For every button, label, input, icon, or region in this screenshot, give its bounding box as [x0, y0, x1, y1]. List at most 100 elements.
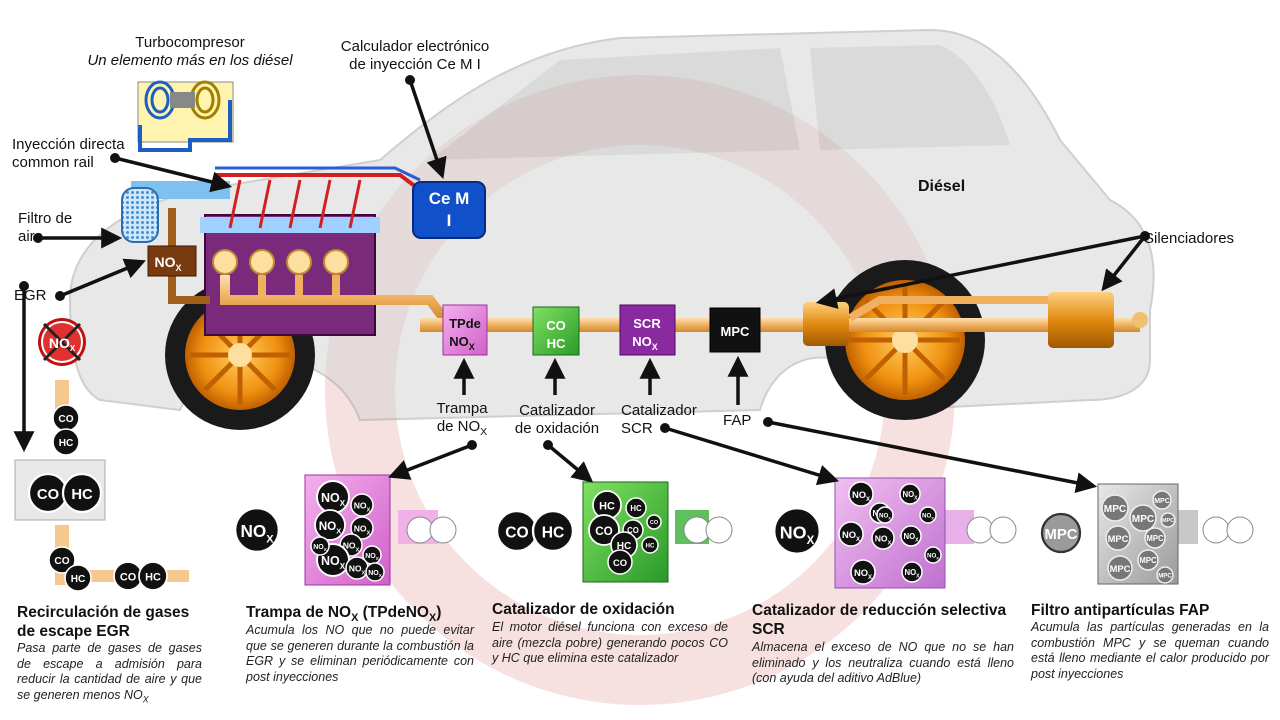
egr-hc-2-label: HC	[71, 574, 86, 585]
scr-nox-9-label: NOX	[922, 513, 934, 521]
egr-box-no: NO	[154, 254, 175, 270]
egr-hc-2-circle	[64, 564, 92, 592]
scr-nox-big-circle	[772, 506, 822, 556]
trap-nox-big: NOX	[233, 506, 281, 554]
scr-nox-7-label: NOX	[854, 567, 872, 581]
fap-mpc-2-label: MPC	[1154, 498, 1170, 505]
trap-section-title-main: Trampa de NO	[246, 604, 352, 621]
fap-mpc-6: MPC	[1137, 549, 1159, 571]
ox-mol-6-label: HC	[646, 543, 655, 550]
ox-mol-5: CO	[607, 549, 633, 575]
turbocharger-icon	[137, 80, 234, 152]
exhaust-line	[420, 318, 1140, 332]
trap-nox-7: NOX	[345, 556, 369, 580]
trap-section-title-suffix: (TPdeNO	[358, 604, 429, 621]
trap-box-text-1: TPde	[449, 316, 481, 331]
turbo-label: Turbocompresor Un elemento más en los di…	[80, 34, 300, 70]
scr-nox-1-label: NOX	[902, 490, 918, 502]
trap-nox-1-label: NOX	[354, 501, 371, 514]
fap-mpc-5: MPC	[1107, 555, 1133, 581]
rear-exhaust-pipe	[847, 296, 1050, 322]
scr-box-no: NO	[632, 334, 652, 349]
trap-nox-3-label: NOX	[354, 524, 371, 537]
ox-mol-7-label: CO	[650, 520, 659, 526]
egr-label: EGR	[14, 287, 47, 304]
egr-hc-big: HC	[61, 472, 103, 514]
trap-nox-1: NOX	[350, 493, 374, 517]
scr-nox-4-label: NOX	[875, 534, 892, 547]
mpc-box-text: MPC	[721, 324, 751, 339]
scr-nox-1-circle	[899, 483, 921, 505]
no-nox-badge-no: NO	[49, 335, 70, 351]
no-nox-badge-x: X	[70, 344, 76, 353]
egr-co-2-label: CO	[54, 556, 69, 567]
egr-hc-big-label: HC	[71, 487, 93, 503]
fap-mpc-7-label: MPC	[1158, 573, 1172, 580]
fap-mpc-3-circle	[1105, 525, 1131, 551]
trap-nox-0: NOX	[316, 480, 350, 514]
scr-nox-0-label: NOX	[852, 489, 870, 503]
scr-nox-7: NOX	[850, 559, 876, 585]
fap-mpc-5-circle	[1107, 555, 1133, 581]
scr-nox-5-circle	[900, 525, 922, 547]
egr-co-big: CO	[27, 472, 69, 514]
fap-mpc-5-label: MPC	[1110, 563, 1131, 574]
egr-co-2: CO	[48, 546, 76, 574]
ox-mol-2: CO	[588, 514, 620, 546]
scr-nox-10: NOX	[924, 546, 942, 564]
ox-mol-6: HC	[641, 536, 659, 554]
ox-mol-5-circle	[607, 549, 633, 575]
fap-mpc-3: MPC	[1105, 525, 1131, 551]
fap-mpc-0-circle	[1101, 494, 1129, 522]
trap-title-1: Trampa	[436, 400, 488, 417]
fap-mpc-8-label: MPC	[1162, 518, 1174, 524]
scr-nox-4: NOX	[871, 526, 895, 550]
oxidation-box	[532, 306, 580, 356]
egr-box-text: NOX	[154, 254, 181, 273]
scr-nox-6: NOX	[876, 506, 894, 524]
ox-co-big-label: CO	[505, 524, 528, 541]
scr-nox-1: NOX	[899, 483, 921, 505]
ox-mol-1-circle	[625, 497, 647, 519]
trap-section-desc: Acumula los NO que no puede evitar que s…	[246, 623, 474, 684]
scr-section-title: Catalizador de reducción selectiva SCR	[752, 602, 1007, 638]
injection-rail	[215, 166, 422, 192]
egr-hc-3: HC	[138, 561, 168, 591]
muffler-rear	[1048, 292, 1114, 348]
scr-nox-8-label: NOX	[904, 568, 920, 580]
trap-section-title-x1: X	[351, 612, 359, 625]
engine-block	[200, 179, 449, 336]
scr-nox-9: NOX	[919, 506, 937, 524]
ox-mol-5-label: CO	[613, 557, 627, 568]
scr-nox-6-circle	[876, 506, 894, 524]
scr-box-x: X	[652, 342, 658, 352]
cat-ox-title-2: de oxidación	[514, 420, 600, 437]
fap-mpc-7-circle	[1156, 566, 1174, 584]
fap-mpc-4-label: MPC	[1146, 534, 1164, 543]
scr-nox-5-label: NOX	[903, 532, 919, 544]
trap-box-text-2: NOX	[449, 334, 475, 352]
egr-co-1: CO	[52, 404, 80, 432]
egr-pipe	[168, 208, 210, 304]
trap-nox-3-circle	[350, 516, 374, 540]
scr-section-desc: Almacena el exceso de NO que no se han e…	[752, 640, 1014, 685]
ox-mol-7: CO	[646, 514, 662, 530]
scr-nox-7-circle	[850, 559, 876, 585]
scr-box-text-2: NOX	[632, 334, 658, 352]
trap-box	[442, 304, 488, 356]
ecu-title-1: Calculador electrónico	[340, 38, 490, 55]
injection-title-2: common rail	[12, 154, 94, 171]
trap-title-no: de NO	[436, 418, 481, 435]
trap-title-2: de NOX	[422, 418, 502, 441]
ox-co-big: CO	[495, 509, 539, 553]
scr-nox-6-label: NOX	[879, 513, 891, 521]
fap-mpc-big: MPC	[1040, 512, 1082, 554]
fap-mpc-3-label: MPC	[1108, 533, 1129, 544]
fap-mpc-1: MPC	[1129, 504, 1157, 532]
fap-mpc-8-circle	[1160, 512, 1176, 528]
egr-section-desc: Pasa parte de gases de gases de escape a…	[17, 641, 202, 708]
trap-nox-3: NOX	[350, 516, 374, 540]
fap-mpc-2-circle	[1152, 490, 1172, 510]
egr-nox-box	[147, 245, 197, 277]
